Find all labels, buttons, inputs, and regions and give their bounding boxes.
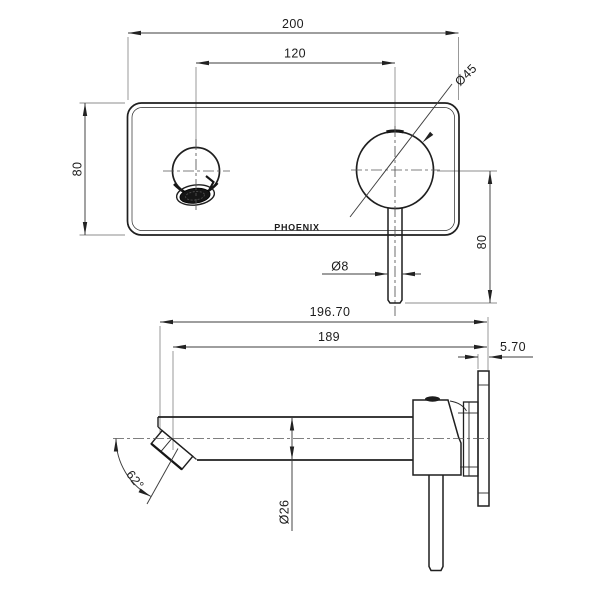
dim-text-plate-height: 80: [71, 162, 85, 177]
dim-spout-diameter-26: Ø26: [278, 417, 295, 531]
side-view: 196.70 189 5.70: [113, 305, 533, 572]
arrow-left-icon: [160, 319, 173, 325]
dim-text-knob-diameter: Ø45: [452, 61, 479, 88]
arrow-left-icon: [173, 344, 186, 350]
dim-text-lever-length: 80: [475, 235, 489, 250]
backplate-front: [126, 102, 460, 236]
cartridge-cap: [425, 396, 440, 402]
dim-text-spout-projection: 189: [318, 330, 340, 344]
dim-aerator-angle-62: 62°: [113, 438, 179, 505]
mixer-body-side: [412, 396, 467, 476]
mixer-knob-front: [351, 126, 440, 316]
arrow-up-icon: [82, 103, 88, 116]
arrow-left-icon: [402, 271, 415, 277]
arrow-down-icon: [487, 290, 493, 303]
arrow-right-icon: [375, 271, 388, 277]
arrow-up-icon: [113, 438, 119, 452]
arrow-right-icon: [465, 354, 478, 360]
arrow-right-icon: [382, 60, 395, 66]
arrow-down-icon: [82, 222, 88, 235]
dim-overall-projection-196-70: 196.70: [160, 305, 487, 325]
arrow-diagonal-icon: [422, 131, 434, 143]
wall-flange-side: [462, 401, 479, 477]
arrow-right-icon: [445, 30, 459, 36]
dim-text-spout-diameter: Ø26: [278, 500, 292, 525]
lever-side: [428, 475, 444, 572]
arrow-diagonal-icon: [138, 488, 151, 497]
dim-text-aerator-angle: 62°: [123, 468, 146, 492]
dim-knob-diameter-45: Ø45: [349, 61, 480, 218]
arrow-up-icon: [289, 417, 295, 431]
front-view: 200 120 80: [71, 17, 497, 316]
dim-lever-diameter-8: Ø8: [322, 260, 421, 277]
dim-text-lever-diameter: Ø8: [331, 260, 348, 274]
dim-plate-thickness-5-70: 5.70: [458, 340, 533, 360]
spout-side: [150, 416, 413, 471]
dim-centres-120: 120: [196, 47, 395, 66]
lever-front: [387, 208, 403, 304]
arrow-left-icon: [489, 354, 502, 360]
arrow-down-icon: [289, 446, 295, 460]
phoenix-logo: PHOENIX: [274, 223, 319, 233]
dim-lever-length-80: 80: [475, 171, 493, 303]
dim-spout-projection-189: 189: [173, 330, 487, 350]
aerator-tip-side: [150, 429, 194, 471]
arrow-left-icon: [196, 60, 209, 66]
arrow-left-icon: [128, 30, 141, 36]
dim-text-plate-thickness: 5.70: [500, 340, 526, 354]
dim-plate-width-200: 200: [128, 17, 459, 36]
front-extension-lines: [79, 37, 497, 304]
dim-text-overall-projection: 196.70: [310, 305, 351, 319]
dim-text-centres: 120: [284, 47, 306, 61]
spout-outlet-front: [163, 139, 230, 213]
dim-plate-height-80: 80: [71, 103, 88, 235]
arrow-right-icon: [474, 319, 487, 325]
dim-text-plate-width: 200: [282, 17, 304, 31]
arrow-up-icon: [487, 171, 493, 184]
arrow-right-icon: [474, 344, 487, 350]
side-extension-lines: [159, 317, 489, 450]
